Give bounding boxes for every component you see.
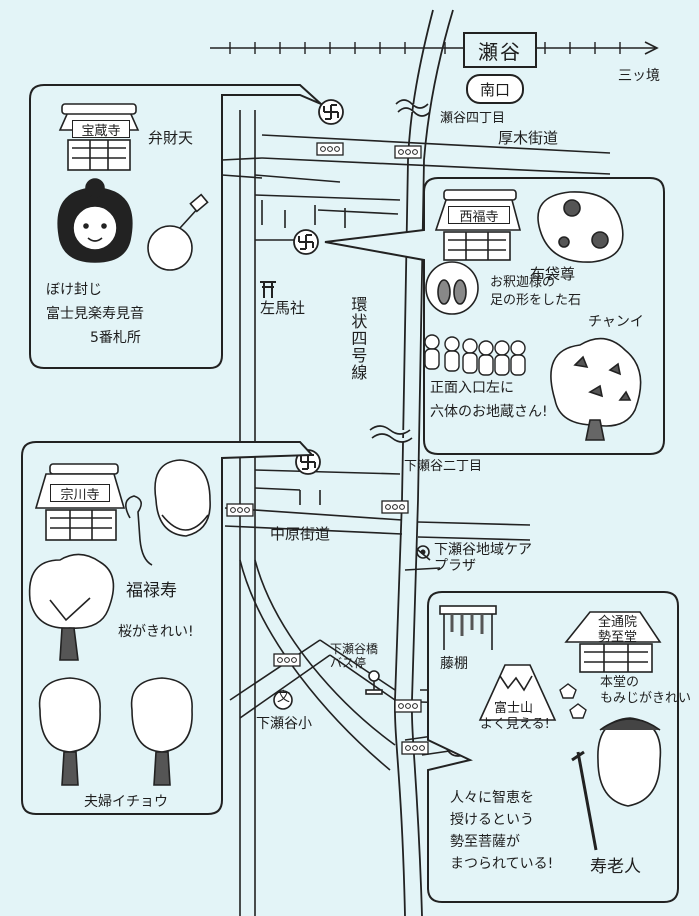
buddha-footprint-icon (425, 261, 479, 315)
saifukuji-jizo-1: 正面入口左に (430, 380, 514, 396)
zentsuin-fuji-2: よく見える! (480, 717, 550, 732)
hozoji-benzaiten: 弁財天 (148, 129, 194, 147)
road-breaks (369, 99, 431, 443)
zentsuin-seishi-1: 人々に智恵を (450, 790, 534, 806)
school-icon (273, 690, 293, 710)
fukurokuju-icon (125, 459, 211, 566)
jizo-statues-icon (424, 334, 526, 376)
label-nakahara-kaido: 中原街道 (270, 525, 331, 543)
senseji-sakura: 桜がきれい! (118, 624, 194, 640)
hozoji-name: 宝蔵寺 (72, 120, 130, 139)
zentsuin-momiji-1: 本堂の (600, 675, 640, 690)
hozoji-note-3: 5番札所 (90, 330, 141, 346)
zentsuin-name-2: 勢至堂 (598, 630, 638, 645)
direction-mitsukyo: 三ッ境 (618, 68, 660, 84)
zentsuin-wisteria: 藤棚 (440, 656, 468, 672)
signal-icon (401, 741, 429, 755)
chanchin-tree-icon (550, 337, 642, 441)
label-bus-stop: 下瀬谷橋バス停 (330, 642, 379, 671)
senseji-name: 宗川寺 (50, 484, 110, 503)
signal-icon (316, 142, 344, 156)
zentsuin-seishi-3: 勢至菩薩が (450, 834, 520, 850)
benzaiten-icon (57, 178, 133, 263)
zentsuin-name-1: 全通院 (598, 615, 638, 630)
label-care-plaza: 下瀬谷地域ケアプラザ (434, 542, 532, 575)
zentsuin-seishi-2: 授けるという (450, 812, 534, 828)
hozoji-note-1: ぼけ封じ (46, 282, 102, 298)
bus-stop-icon (365, 670, 383, 695)
jurojin-icon (571, 717, 662, 851)
mount-fuji-icon (478, 664, 557, 721)
saifukuji-jizo-2: 六体のお地蔵さん! (430, 404, 548, 420)
zentsuin-momiji-2: もみじがきれい (600, 691, 692, 706)
hozoji-note-2: 富士見楽寿見音 (46, 306, 144, 322)
hotei-icon (537, 191, 624, 263)
label-kanjo4: 環状四号線 (348, 296, 368, 381)
care-plaza-marker-icon (416, 545, 430, 559)
label-sabasha: 左馬社 (260, 299, 306, 317)
senseji-icho: 夫婦イチョウ (84, 794, 168, 810)
label-seya-4: 瀬谷四丁目 (440, 111, 506, 126)
station-box[interactable]: 瀬谷 (463, 32, 537, 68)
saifukuji-hotei: 布袋尊 (530, 265, 576, 283)
shrine-icon (260, 281, 276, 298)
label-shimoseya-2: 下瀬谷二丁目 (404, 459, 483, 474)
signal-icon (381, 500, 409, 514)
momiji-icon (559, 683, 587, 719)
ginkgo-trees-icon (38, 677, 193, 786)
temple-marker-icon (318, 99, 344, 125)
zentsuin-jurojin: 寿老人 (590, 857, 641, 877)
saifukuji-footprint-1: お釈迦様の (490, 275, 556, 290)
zentsuin-temple-icon (564, 611, 662, 673)
saifukuji-temple-icon (434, 189, 522, 261)
railway (210, 41, 659, 55)
south-exit-label[interactable]: 南口 (466, 74, 524, 104)
saifukuji-name: 西福寺 (448, 206, 510, 225)
label-atsugi-kaido: 厚木街道 (498, 129, 559, 147)
zentsuin-seishi-4: まつられている! (450, 856, 554, 872)
wisteria-trellis-icon (439, 605, 497, 650)
senseji-fukurokuju: 福禄寿 (126, 581, 177, 601)
signal-icon (394, 145, 422, 159)
saifukuji-tree: チャンイ (588, 314, 644, 330)
sakura-tree-icon (28, 553, 115, 661)
saifukuji-footprint-2: 足の形をした石 (490, 293, 582, 308)
temple-marker-icon (293, 229, 319, 255)
signal-icon (394, 699, 422, 713)
label-school: 下瀬谷小 (256, 716, 312, 732)
signal-icon (226, 503, 254, 517)
zentsuin-fuji-1: 富士山 (494, 701, 534, 716)
biwa-lute-icon (147, 193, 209, 271)
signal-icon (273, 653, 301, 667)
school-symbol: 文 (277, 690, 291, 705)
station-name: 瀬谷 (478, 39, 522, 64)
